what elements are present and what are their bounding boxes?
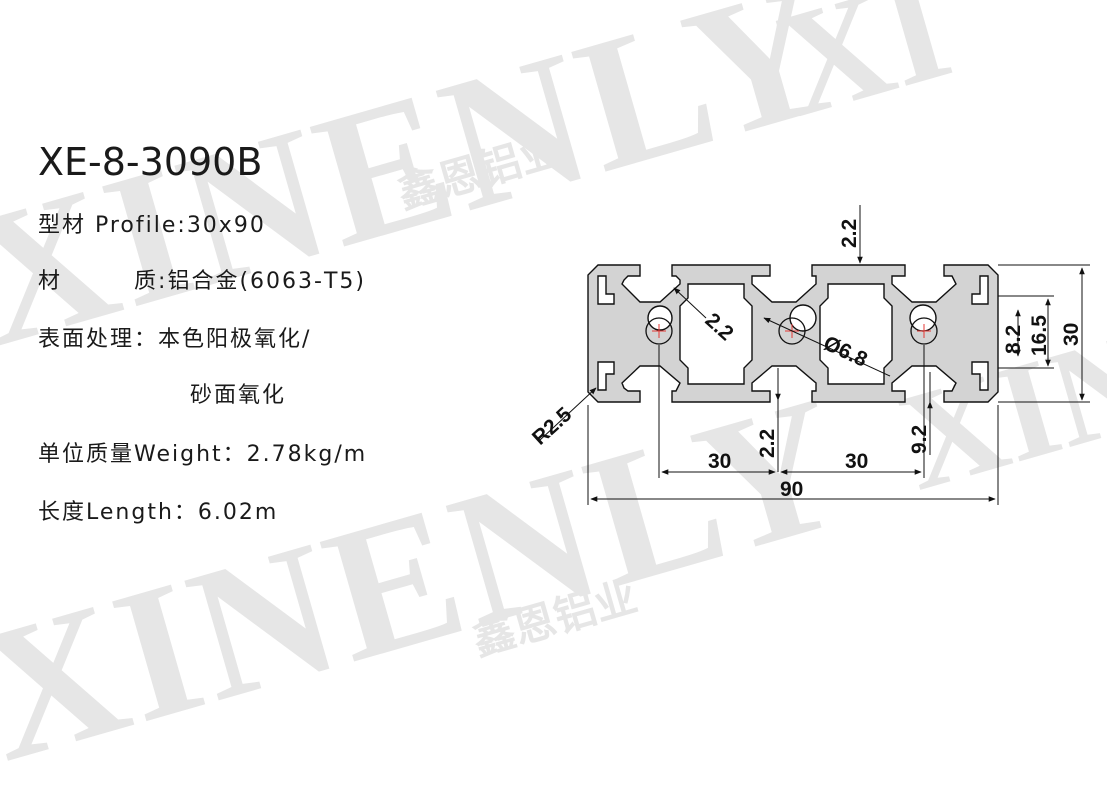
material-label: 材 xyxy=(38,269,63,294)
weight-value: 2.78kg/m xyxy=(246,442,368,467)
dim-pitch-right: 30 xyxy=(845,450,868,473)
profile-label: 型材 Profile: xyxy=(38,213,187,238)
material-row: 材 质:铝合金(6063-T5) xyxy=(38,263,366,295)
profile-row: 型材 Profile:30x90 xyxy=(38,207,266,239)
dim-pitch-left: 30 xyxy=(708,450,731,473)
dim-width: 90 xyxy=(780,478,803,501)
dim-inner: 8.2 xyxy=(1002,325,1025,354)
surface-label: 表面处理： xyxy=(38,327,159,352)
model-number: XE-8-3090B xyxy=(38,140,263,184)
dim-height: 30 xyxy=(1060,323,1083,346)
profile-drawing: 2.2 2.2 Ø6.8 2.2 9.2 8.2 16.5 30 30 30 9… xyxy=(528,205,1090,505)
surface-value-2: 砂面氧化 xyxy=(190,383,287,408)
length-row: 长度Length：6.02m xyxy=(38,494,278,526)
material-value: 铝合金(6063-T5) xyxy=(167,269,366,294)
dim-slot-top: 2.2 xyxy=(838,219,861,248)
weight-row: 单位质量Weight：2.78kg/m xyxy=(38,436,367,468)
surface-value: 本色阳极氧化/ xyxy=(158,327,312,352)
dimension-lines xyxy=(539,205,1090,505)
surface-row: 表面处理：本色阳极氧化/ xyxy=(38,321,311,353)
material-label-2: 质: xyxy=(134,269,168,294)
dim-wall-diag: 2.2 xyxy=(701,309,738,346)
profile-value: 30x90 xyxy=(186,213,266,238)
profile-cross-section xyxy=(587,264,999,403)
profile-outline xyxy=(587,264,999,403)
dim-depth: 9.2 xyxy=(908,425,931,454)
dim-mid: 16.5 xyxy=(1028,315,1051,356)
dim-hole-diameter: Ø6.8 xyxy=(820,332,871,372)
weight-label: 单位质量Weight： xyxy=(38,442,247,467)
dim-radius: R2.5 xyxy=(528,403,577,450)
dim-slot-bottom: 2.2 xyxy=(756,429,779,458)
length-label: 长度Length： xyxy=(38,500,198,525)
length-value: 6.02m xyxy=(197,500,279,525)
